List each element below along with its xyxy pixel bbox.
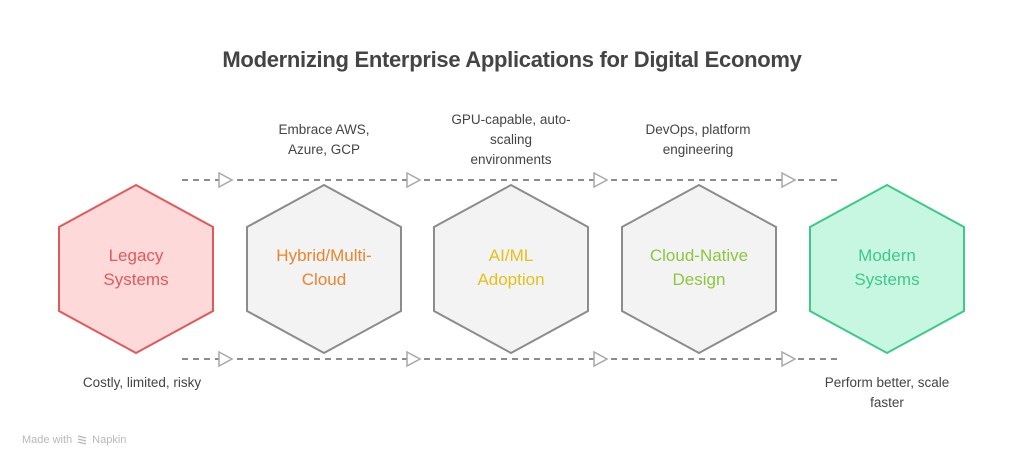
arrowhead-icon bbox=[218, 350, 234, 368]
stage-hexagon-5 bbox=[809, 183, 965, 355]
note-line: faster bbox=[870, 395, 904, 410]
stage-label-line: Systems bbox=[103, 270, 169, 289]
stage-hexagon-4 bbox=[621, 183, 777, 355]
arrowhead-icon bbox=[593, 350, 609, 368]
stage-label-line: Hybrid/Multi- bbox=[276, 246, 372, 265]
arrowhead-icon bbox=[406, 350, 422, 368]
stage-label-line: Modern bbox=[858, 246, 916, 265]
stage-label-line: Systems bbox=[854, 270, 920, 289]
bottom-note-left: Costly, limited, risky bbox=[57, 373, 227, 393]
note-line: Azure, GCP bbox=[287, 142, 361, 157]
stage-label-line: Cloud bbox=[301, 270, 347, 289]
stage-hexagon-3 bbox=[433, 183, 589, 355]
arrowhead-icon bbox=[781, 171, 797, 189]
stage-label-line: Design bbox=[672, 270, 726, 289]
arrowhead-icon bbox=[406, 171, 422, 189]
stage-label-2: Hybrid/Multi- Cloud bbox=[249, 244, 399, 292]
bottom-note-right: Perform better, scale faster bbox=[802, 373, 972, 413]
stage-hexagon-1 bbox=[58, 183, 214, 355]
arrowhead-icon bbox=[781, 350, 797, 368]
note-line: GPU-capable, auto- bbox=[451, 112, 571, 127]
note-line: engineering bbox=[662, 142, 734, 157]
top-note-3: DevOps, platform engineering bbox=[613, 120, 783, 160]
note-line: Costly, limited, risky bbox=[82, 375, 202, 390]
note-line: Embrace AWS, bbox=[278, 122, 370, 137]
arrowhead-icon bbox=[218, 171, 234, 189]
stage-hexagon-2 bbox=[246, 183, 402, 355]
note-line: DevOps, platform bbox=[645, 122, 751, 137]
stage-label-line: Adoption bbox=[477, 270, 545, 289]
stage-label-line: Legacy bbox=[108, 246, 164, 265]
top-note-1: Embrace AWS, Azure, GCP bbox=[239, 120, 409, 160]
stage-label-3: AI/ML Adoption bbox=[436, 244, 586, 292]
top-note-2: GPU-capable, auto- scaling environments bbox=[426, 110, 596, 170]
note-line: Perform better, scale bbox=[824, 375, 950, 390]
stage-label-line: AI/ML bbox=[488, 246, 534, 265]
note-line: environments bbox=[470, 152, 552, 167]
napkin-logo-icon bbox=[77, 435, 87, 445]
diagram-title: Modernizing Enterprise Applications for … bbox=[222, 47, 802, 72]
footer-credit: Made with Napkin bbox=[22, 434, 126, 446]
made-with-label: Made with bbox=[22, 434, 73, 446]
arrowhead-icon bbox=[593, 171, 609, 189]
note-line: scaling bbox=[489, 132, 533, 147]
stage-label-line: Cloud-Native bbox=[649, 246, 749, 265]
napkin-brand-label: Napkin bbox=[92, 434, 127, 446]
